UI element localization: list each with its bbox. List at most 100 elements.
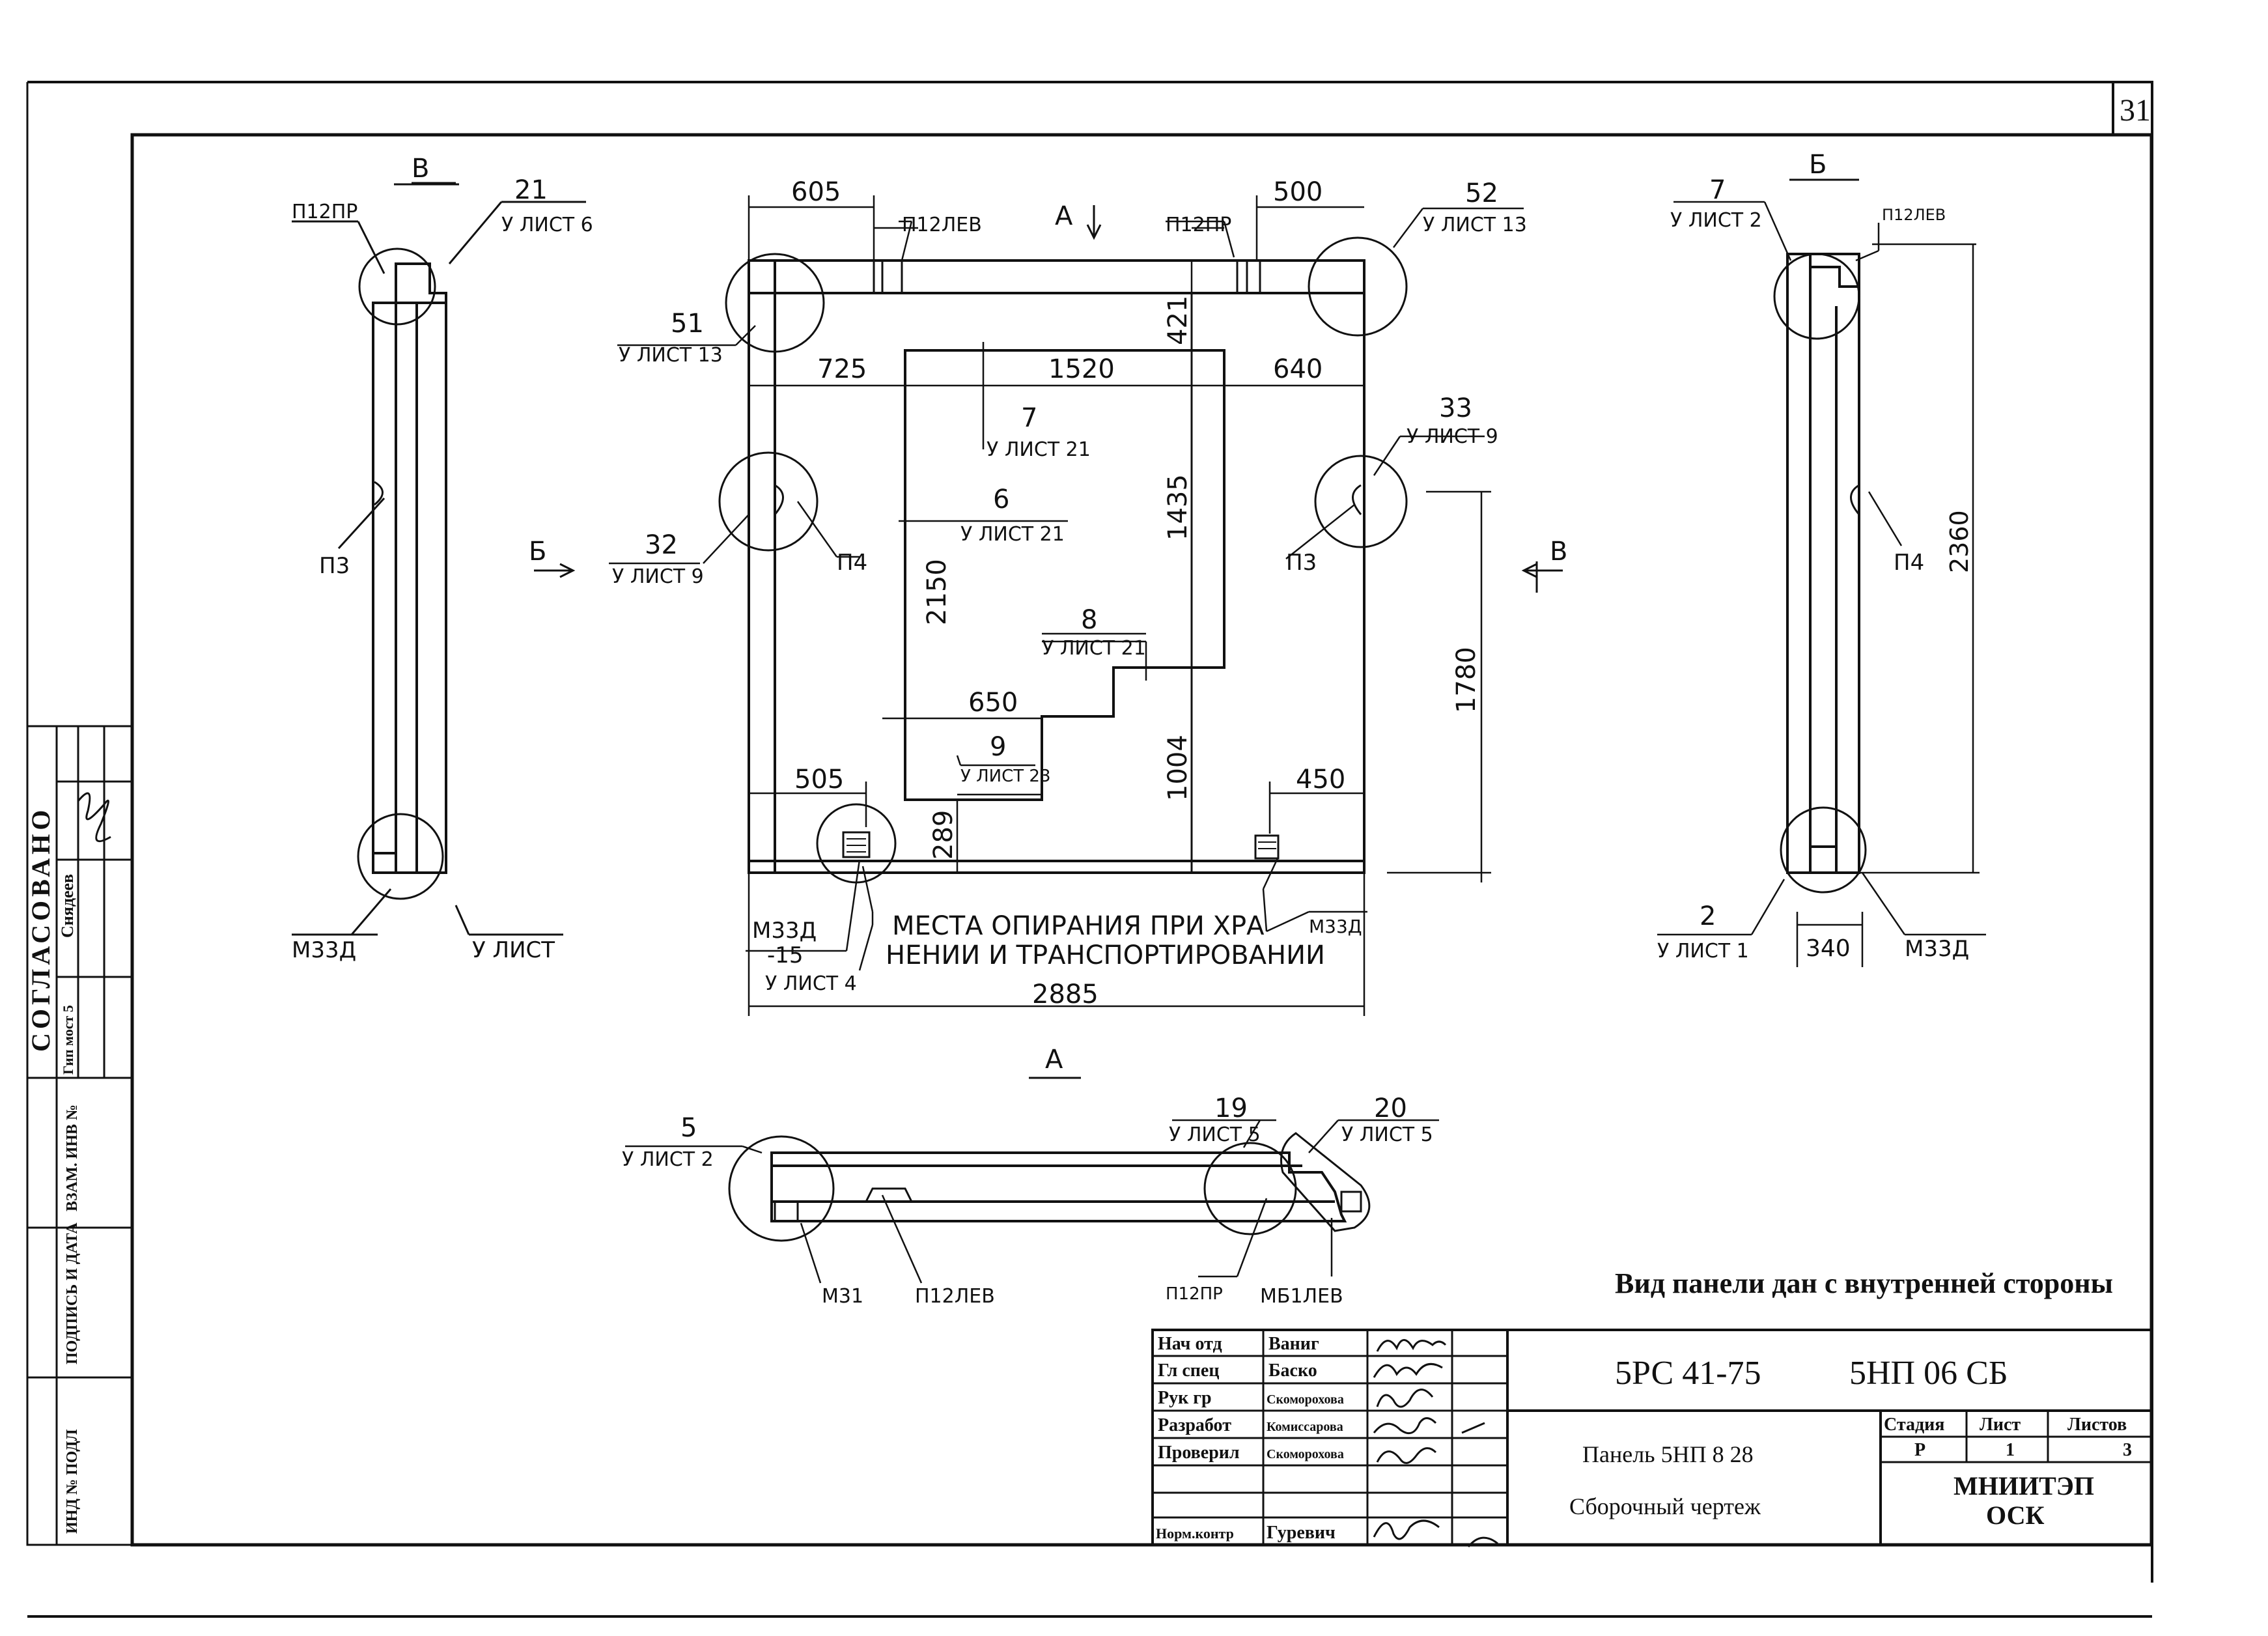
svg-text:421: 421: [1163, 296, 1193, 345]
svg-text:П4: П4: [837, 550, 867, 576]
svg-text:У ЛИСТ 21: У ЛИСТ 21: [987, 438, 1091, 461]
svg-text:5: 5: [680, 1113, 697, 1143]
svg-text:У ЛИСТ 2: У ЛИСТ 2: [1670, 209, 1762, 232]
page-number-box: [2112, 81, 2153, 136]
svg-text:У ЛИСТ 13: У ЛИСТ 13: [619, 344, 723, 367]
svg-text:Лист: Лист: [1980, 1415, 2021, 1435]
svg-text:У ЛИСТ 4: У ЛИСТ 4: [765, 972, 857, 995]
svg-text:Рук гр: Рук гр: [1158, 1388, 1212, 1408]
svg-text:Нач отд: Нач отд: [1158, 1334, 1222, 1354]
svg-text:НЕНИИ И ТРАНСПОРТИРОВАНИИ: НЕНИИ И ТРАНСПОРТИРОВАНИИ: [886, 940, 1325, 970]
side-stamp-text: СОГЛАСОВАНО Гип мост 5 Снядеев ВЗАМ. ИНВ…: [26, 806, 81, 1534]
svg-text:П12ЛЕВ: П12ЛЕВ: [902, 214, 982, 236]
stamp-inv-no: ВЗАМ. ИНВ №: [64, 1105, 81, 1211]
svg-text:П12ПР: П12ПР: [1166, 1284, 1223, 1304]
svg-text:Листов: Листов: [2067, 1415, 2127, 1435]
svg-text:-15: -15: [767, 942, 804, 968]
svg-text:640: 640: [1273, 354, 1323, 384]
svg-text:1435: 1435: [1163, 474, 1193, 541]
stamp-agreed: СОГЛАСОВАНО: [26, 806, 55, 1052]
svg-text:289: 289: [929, 810, 959, 860]
org-line1: МНИИТЭП: [1953, 1471, 2094, 1501]
svg-text:Проверил: Проверил: [1158, 1443, 1240, 1463]
svg-text:У ЛИСТ 21: У ЛИСТ 21: [960, 523, 1065, 546]
svg-text:2150: 2150: [922, 559, 952, 625]
svg-text:Р: Р: [1914, 1440, 1925, 1460]
svg-text:51: 51: [671, 309, 704, 339]
svg-text:У ЛИСТ 23: У ЛИСТ 23: [960, 767, 1051, 786]
section-b-label: Б: [1809, 150, 1827, 180]
section-b-lines: [1657, 201, 1986, 967]
svg-text:У ЛИСТ 6: У ЛИСТ 6: [501, 214, 593, 236]
svg-text:6: 6: [993, 485, 1009, 515]
svg-text:Скоморохова: Скоморохова: [1267, 1392, 1344, 1407]
section-arrows: [534, 205, 1563, 593]
svg-text:Стадия: Стадия: [1884, 1415, 1944, 1435]
svg-text:У ЛИСТ: У ЛИСТ: [472, 937, 555, 963]
svg-text:У ЛИСТ 5: У ЛИСТ 5: [1169, 1123, 1261, 1146]
svg-text:33: 33: [1439, 393, 1472, 423]
svg-text:МЕСТА ОПИРАНИЯ ПРИ ХРА: МЕСТА ОПИРАНИЯ ПРИ ХРА: [892, 911, 1265, 941]
svg-text:Баско: Баско: [1268, 1361, 1317, 1381]
arrow-a-label: А: [1055, 201, 1073, 231]
svg-text:П12ЛЕВ: П12ЛЕВ: [1882, 206, 1946, 224]
svg-text:М33Д: М33Д: [1309, 916, 1362, 937]
title-block-roles: Нач отд Гл спец Рук гр Разработ Проверил…: [1156, 1334, 1240, 1542]
svg-text:У ЛИСТ 2: У ЛИСТ 2: [622, 1148, 714, 1171]
svg-text:Норм.контр: Норм.контр: [1156, 1525, 1234, 1542]
stamp-inv-list: Гип мост 5: [60, 1005, 76, 1075]
title-block-names: Ваниг Баско Скоморохова Комиссарова Ском…: [1267, 1334, 1344, 1543]
side-stamp: [26, 725, 133, 1546]
svg-text:М33Д: М33Д: [1905, 936, 1969, 962]
svg-text:П3: П3: [319, 553, 350, 579]
signatures: [77, 792, 1498, 1547]
stamp-signer: Снядеев: [58, 874, 77, 938]
section-v-text: 21 У ЛИСТ 6 П12ПР П3 М33Д У ЛИСТ: [292, 175, 593, 963]
svg-text:340: 340: [1806, 935, 1851, 962]
section-label-underlines: [394, 178, 1859, 1079]
svg-text:1: 1: [2006, 1440, 2015, 1460]
front-part-text: П12ЛЕВ П12ПР П4 П3: [837, 214, 1317, 576]
svg-text:725: 725: [817, 354, 867, 384]
svg-text:Ваниг: Ваниг: [1268, 1334, 1319, 1354]
section-b-drawing: [1773, 253, 1867, 894]
outer-frame: [27, 81, 2153, 1583]
section-v-drawing: [292, 182, 586, 936]
section-a-label: А: [1045, 1045, 1063, 1075]
svg-text:П12ПР: П12ПР: [1166, 214, 1231, 236]
svg-text:7: 7: [1709, 175, 1726, 205]
svg-text:П4: П4: [1894, 550, 1924, 576]
stamp-sign-date: ПОДПИСЬ И ДАТА: [64, 1222, 81, 1364]
view-note: Вид панели дан с внутренней стороны: [1615, 1267, 2113, 1299]
svg-text:П3: П3: [1286, 550, 1317, 576]
svg-text:2360: 2360: [1945, 510, 1974, 573]
svg-text:7: 7: [1021, 403, 1037, 433]
svg-text:МБ1ЛЕВ: МБ1ЛЕВ: [1260, 1285, 1343, 1308]
title-block-stage: Стадия Лист Листов Р 1 3: [1884, 1415, 2132, 1460]
svg-text:1780: 1780: [1451, 647, 1481, 713]
svg-text:У ЛИСТ 9: У ЛИСТ 9: [1407, 425, 1498, 448]
arrow-b-label: Б: [529, 537, 546, 567]
svg-text:2885: 2885: [1032, 980, 1099, 1009]
svg-text:Скоморохова: Скоморохова: [1267, 1447, 1344, 1461]
arrow-v-label: В: [1550, 537, 1567, 567]
svg-text:У ЛИСТ 13: У ЛИСТ 13: [1423, 214, 1527, 236]
inner-frame: [130, 133, 2153, 1547]
stamp-inv-orig: ИНД № ПОДЛ: [64, 1429, 81, 1534]
doc-title-line2: Сборочный чертеж: [1569, 1493, 1761, 1519]
support-note: МЕСТА ОПИРАНИЯ ПРИ ХРА НЕНИИ И ТРАНСПОРТ…: [886, 911, 1325, 970]
doc-series-code: 5РС 41-75: [1615, 1355, 1761, 1392]
svg-text:21: 21: [514, 175, 548, 205]
svg-text:650: 650: [968, 688, 1018, 718]
title-block-grid: [1151, 1329, 2153, 1546]
section-a-text: 5 У ЛИСТ 2 19 У ЛИСТ 5 20 У ЛИСТ 5 М31 П…: [622, 1093, 1433, 1308]
svg-text:605: 605: [791, 177, 841, 207]
svg-text:У ЛИСТ 1: У ЛИСТ 1: [1657, 940, 1749, 963]
svg-text:Гл спец: Гл спец: [1158, 1361, 1220, 1381]
svg-text:П12ЛЕВ: П12ЛЕВ: [915, 1285, 995, 1308]
svg-text:М33Д: М33Д: [292, 937, 356, 963]
svg-text:У ЛИСТ 21: У ЛИСТ 21: [1042, 637, 1146, 660]
svg-text:Разработ: Разработ: [1158, 1415, 1231, 1435]
svg-text:450: 450: [1296, 765, 1345, 795]
